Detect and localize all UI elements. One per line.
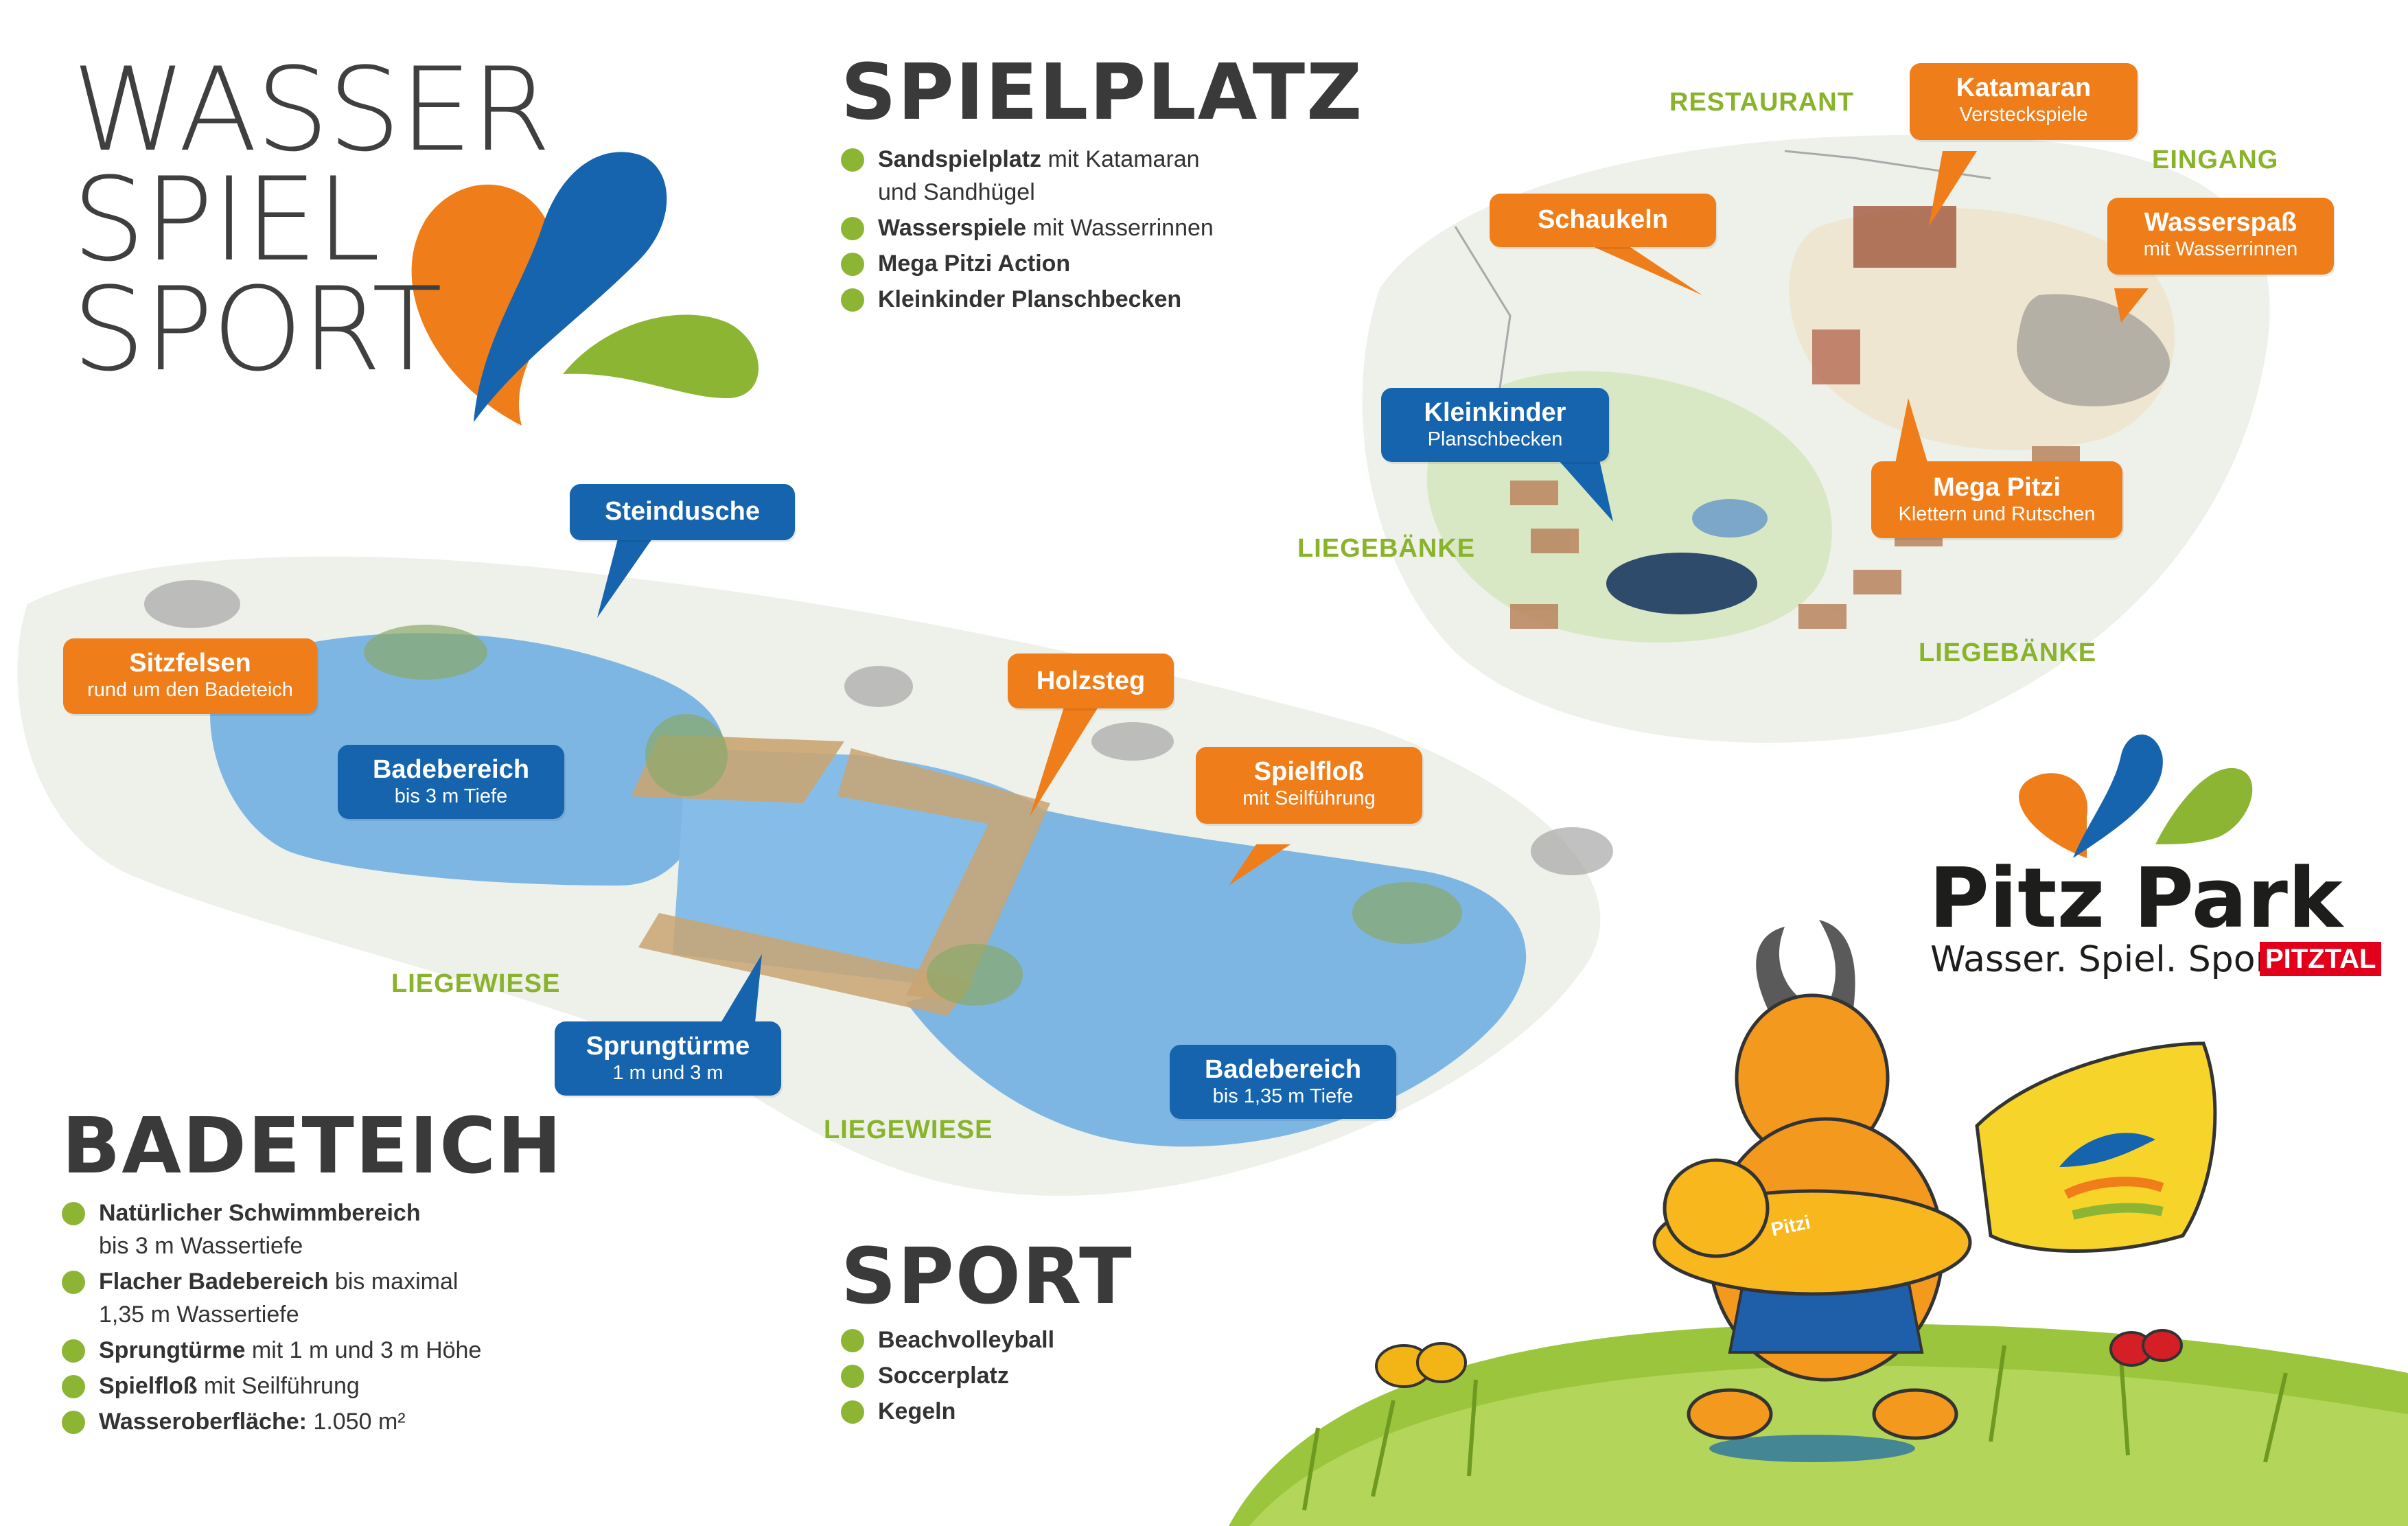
label-eingang: EINGANG xyxy=(2152,146,2279,174)
butterfly-yellow xyxy=(1375,1342,1467,1388)
list-item: Spielfloß mit Seilführung xyxy=(62,1369,481,1402)
playground-sketch xyxy=(1362,135,2270,743)
label-liegewiese-left: LIEGEWIESE xyxy=(391,969,561,998)
label-liegebaenke-left: LIEGEBÄNKE xyxy=(1297,534,1476,563)
headline-line-spiel: SPIEL xyxy=(72,152,380,287)
callout-holzsteg: Holzsteg xyxy=(1008,654,1174,708)
butterfly-red xyxy=(2109,1329,2183,1367)
label-liegebaenke-right: LIEGEBÄNKE xyxy=(1919,638,2097,667)
callout-pointers xyxy=(597,151,2149,1023)
pitzi-mascot xyxy=(1652,920,2217,1462)
callout-steindusche: Steindusche xyxy=(570,484,795,540)
spielplatz-title: SPIELPLATZ xyxy=(841,48,1364,137)
list-item: Kegeln xyxy=(841,1395,1054,1428)
list-item: Beachvolleyball xyxy=(841,1323,1054,1356)
splash-logo-large xyxy=(411,152,759,426)
sport-title: SPORT xyxy=(841,1232,1133,1321)
list-item: Wasserspiele mit Wasserrinnen xyxy=(841,211,1214,244)
brand-slogan: Wasser. Spiel. Sport. xyxy=(1930,939,2295,980)
badeteich-title: BADETEICH xyxy=(62,1102,564,1191)
list-item: Mega Pitzi Action xyxy=(841,247,1214,280)
sport-list: Beachvolleyball Soccerplatz Kegeln xyxy=(841,1323,1054,1431)
list-item: Wasseroberfläche: 1.050 m² xyxy=(62,1405,481,1438)
callout-schaukeln: Schaukeln xyxy=(1490,194,1716,247)
headline-line-wasser: WASSER xyxy=(72,43,551,177)
list-item: Soccerplatz xyxy=(841,1359,1054,1392)
label-restaurant: RESTAURANT xyxy=(1669,88,1854,117)
brand-tag-pitztal: PITZTAL xyxy=(2260,942,2382,976)
list-item: Kleinkinder Planschbecken xyxy=(841,283,1214,316)
brand-name: Pitz Park xyxy=(1929,851,2343,947)
splash-logo-small xyxy=(2019,735,2253,858)
list-item: Sprungtürme mit 1 m und 3 m Höhe xyxy=(62,1334,481,1367)
headline-line-sport: SPORT xyxy=(72,262,442,397)
label-liegewiese-bottom: LIEGEWIESE xyxy=(824,1115,993,1144)
